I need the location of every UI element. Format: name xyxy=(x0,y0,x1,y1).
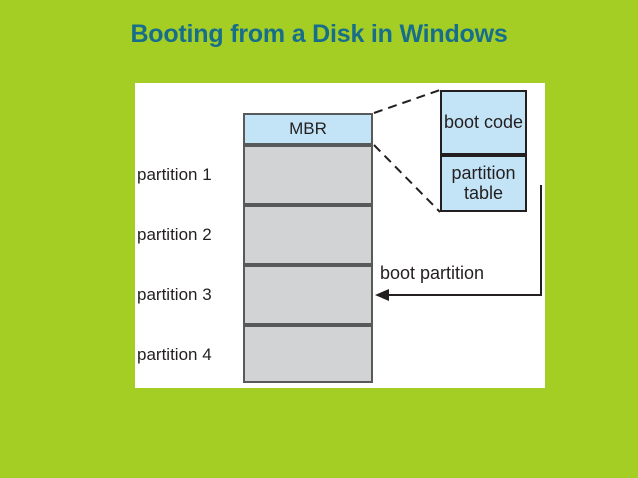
disk-block-mbr[interactable]: MBR xyxy=(243,113,373,145)
dashed-callout-lower xyxy=(373,144,441,213)
disk-block-partition-3[interactable] xyxy=(243,265,373,325)
boot-partition-arrowhead xyxy=(375,289,389,301)
partition-label-2: partition 2 xyxy=(137,225,212,244)
diagram-connectors xyxy=(373,89,542,301)
mbr-label: MBR xyxy=(289,119,327,138)
mbr-detail-partition-table[interactable]: partition table xyxy=(440,155,527,212)
partition-label-3: partition 3 xyxy=(137,285,212,304)
boot-partition-annotation: boot partition xyxy=(380,263,485,283)
disk-block-partition-1[interactable] xyxy=(243,145,373,205)
dashed-callout-upper xyxy=(373,89,441,114)
diagram-panel: MBR partition 1 partition 2 partition 3 … xyxy=(135,83,545,388)
disk-block-partition-2[interactable] xyxy=(243,205,373,265)
partition-label-4: partition 4 xyxy=(137,345,212,364)
partition-label-1: partition 1 xyxy=(137,165,212,184)
boot-partition-arrow xyxy=(382,185,542,296)
mbr-detail-boot-code[interactable]: boot code xyxy=(440,90,527,155)
disk-block-partition-4[interactable] xyxy=(243,325,373,383)
page-title: Booting from a Disk in Windows xyxy=(130,20,508,48)
